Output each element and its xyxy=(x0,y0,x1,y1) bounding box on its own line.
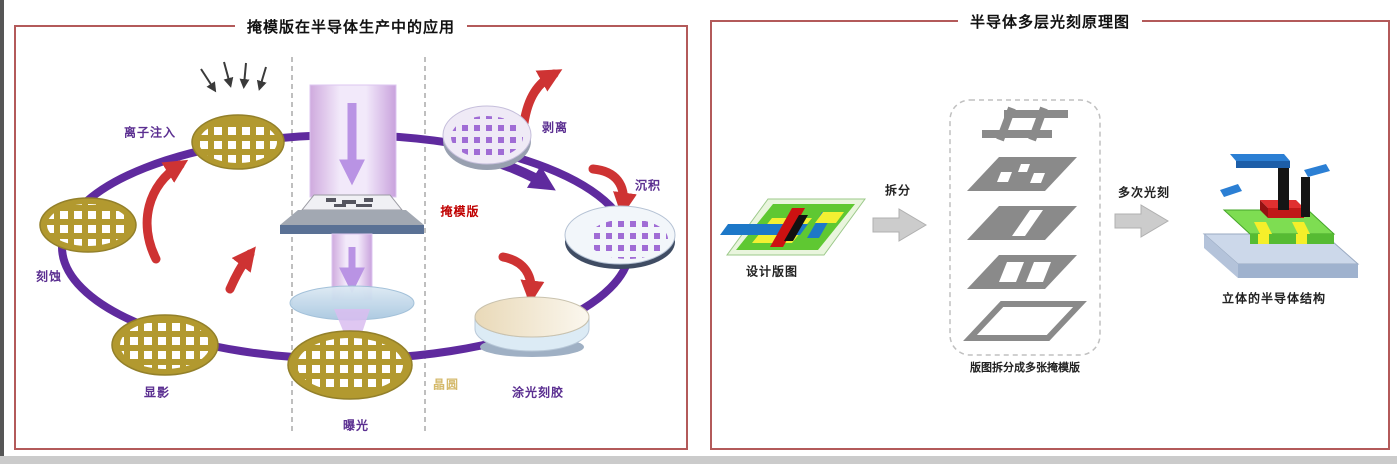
mask-layer-1 xyxy=(982,106,1068,142)
label-liftoff: 剥离 xyxy=(541,120,569,135)
mask-stage-platform xyxy=(280,210,424,234)
label-multi-litho: 多次光刻 xyxy=(1117,185,1171,200)
label-etch: 刻蚀 xyxy=(35,269,63,284)
wafer-ion-implant xyxy=(191,114,285,170)
label-design-layout: 设计版图 xyxy=(745,264,799,279)
multilayer-litho-diagram xyxy=(720,99,1360,356)
label-photomask: 掩模版 xyxy=(440,204,480,219)
label-split: 拆分 xyxy=(884,183,912,198)
mask-layer-2 xyxy=(967,157,1077,191)
left-panel-title: 掩模版在半导体生产中的应用 xyxy=(234,16,468,37)
photomask-cycle-diagram xyxy=(39,57,676,435)
mask-layer-5 xyxy=(963,301,1087,341)
mask-layer-4 xyxy=(967,255,1077,289)
multi-litho-arrow xyxy=(1114,204,1169,238)
wafer-develop xyxy=(111,314,219,376)
wafer-expose xyxy=(287,330,413,400)
split-arrow xyxy=(872,208,927,242)
label-stack-caption: 版图拆分成多张掩模版 xyxy=(970,362,1080,374)
mask-layer-3 xyxy=(967,206,1077,240)
red-step-arrows xyxy=(142,69,637,305)
mask-stack xyxy=(949,99,1101,356)
right-panel-title: 半导体多层光刻原理图 xyxy=(957,11,1143,32)
bottom-edge-bar xyxy=(0,456,1397,464)
label-develop: 显影 xyxy=(143,385,171,400)
label-expose: 曝光 xyxy=(342,418,370,433)
resist-coating-dish xyxy=(474,296,590,357)
label-wafer: 晶圆 xyxy=(432,377,460,392)
label-ion-implant: 离子注入 xyxy=(123,125,177,140)
label-coat-resist: 涂光刻胶 xyxy=(511,385,565,400)
ion-beam-arrows xyxy=(200,61,267,93)
left-edge-bar xyxy=(0,0,4,464)
photomask-application-panel: 掩模版在半导体生产中的应用 xyxy=(14,16,688,450)
label-deposit: 沉积 xyxy=(634,178,662,193)
exposure-beam-upper xyxy=(309,84,397,198)
design-layout-icon xyxy=(720,198,866,256)
photomask-plate xyxy=(300,194,404,211)
semiconductor-3d-structure xyxy=(1202,154,1360,278)
wafer-liftoff xyxy=(442,105,532,170)
wafer-deposition xyxy=(564,205,676,269)
multilayer-litho-panel: 半导体多层光刻原理图 xyxy=(710,11,1390,450)
wafer-etch xyxy=(39,197,137,253)
label-structure: 立体的半导体结构 xyxy=(1221,291,1327,306)
